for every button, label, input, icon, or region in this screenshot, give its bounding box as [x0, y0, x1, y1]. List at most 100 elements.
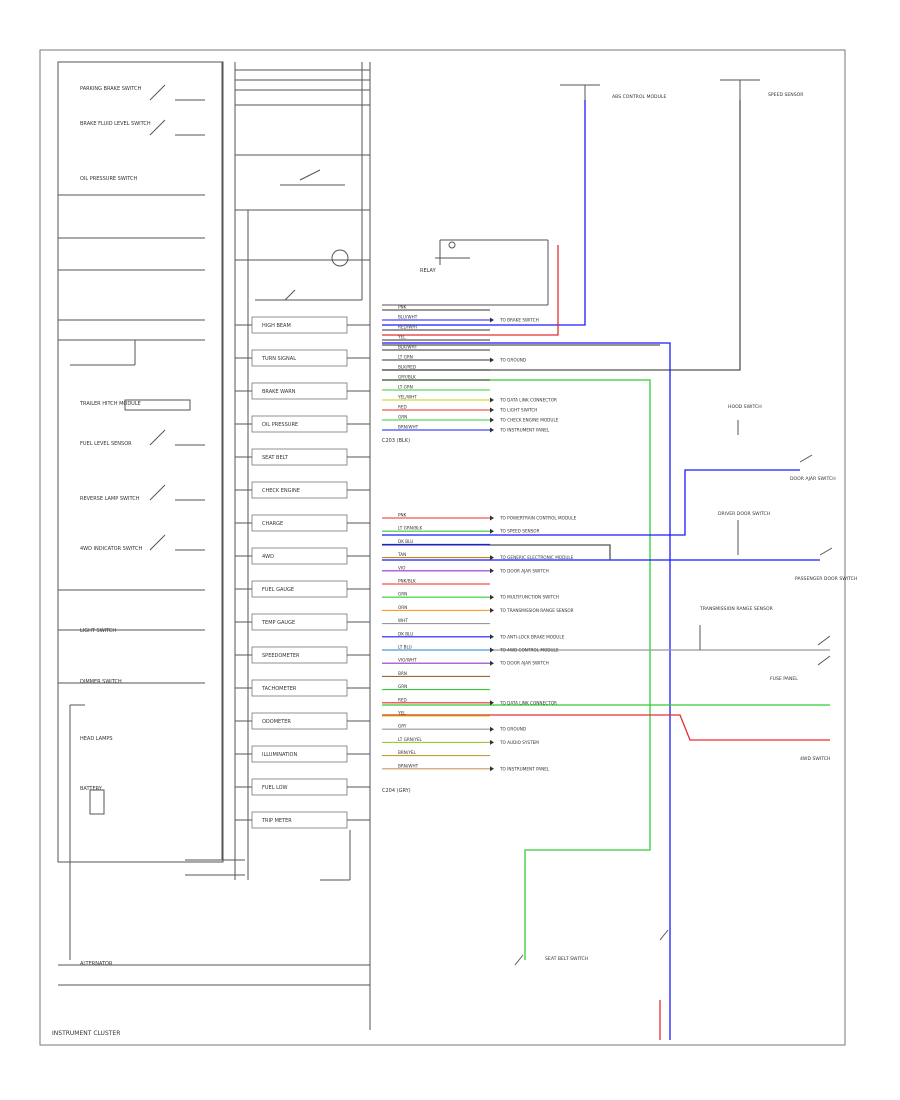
top-connector: [382, 239, 549, 306]
left-label: BATTERY: [80, 786, 103, 792]
right-label: HOOD SWITCH: [728, 404, 762, 410]
wire-destination: TO BRAKE SWITCH: [499, 318, 539, 323]
wire-code: LT BLU: [398, 645, 412, 650]
arrow-icon: [490, 660, 494, 666]
wire-code: GRN: [398, 592, 407, 597]
right-label: TRANSMISSION RANGE SENSOR: [699, 606, 774, 612]
arrow-icon: [490, 607, 494, 613]
wire-code: DK BLU: [398, 539, 413, 544]
right-label: SEAT BELT SWITCH: [545, 956, 588, 962]
top-right-devices: [514, 79, 833, 966]
wire-destination: TO GROUND: [499, 358, 526, 363]
wire-destination: TO DATA LINK CONNECTOR: [499, 398, 557, 403]
cluster-row-label: TURN SIGNAL: [261, 356, 296, 362]
left-label: 4WD INDICATOR SWITCH: [80, 546, 143, 552]
cluster-row-label: SEAT BELT: [262, 455, 289, 461]
wire-destination: TO TRANSMISSION RANGE SENSOR: [499, 608, 574, 613]
arrow-icon: [490, 700, 494, 706]
wire-code: BRN/WHT: [398, 425, 419, 430]
wire-code: BLK/WHT: [398, 345, 418, 350]
wire-destination: TO ANTI-LOCK BRAKE MODULE: [499, 634, 565, 639]
cluster-row-label: HIGH BEAM: [262, 323, 291, 329]
connector-label: RELAY: [420, 268, 437, 274]
wire-code: BRN: [398, 671, 407, 676]
right-label: PASSENGER DOOR SWITCH: [795, 576, 857, 582]
wire-code: TAN: [397, 552, 406, 557]
wire-destination: TO MULTIFUNCTION SWITCH: [499, 595, 559, 600]
arrow-icon: [490, 766, 494, 772]
wire-code: BRN/WHT: [398, 763, 419, 768]
cluster-row-label: OIL PRESSURE: [262, 422, 298, 428]
cluster-row-label: CHARGE: [262, 521, 283, 527]
wire-destination: TO INSTRUMENT PANEL: [499, 428, 550, 433]
wire-code: VIO: [398, 565, 406, 570]
arrow-icon: [490, 594, 494, 600]
wire-code: PNK/BLK: [398, 579, 416, 584]
wire-code: GRN: [398, 684, 407, 689]
wire-destination: TO LIGHT SWITCH: [499, 408, 537, 413]
wire-code: DK BLU: [398, 631, 413, 636]
diagram-border: [39, 49, 846, 1046]
wire-destination: TO POWERTRAIN CONTROL MODULE: [499, 516, 577, 521]
wire-destination: TO AUDIO SYSTEM: [499, 740, 539, 745]
left-label: DIMMER SWITCH: [80, 679, 122, 685]
arrow-icon: [490, 726, 494, 732]
wire-code: YEL: [397, 711, 406, 716]
wire-destination: TO CHECK ENGINE MODULE: [499, 418, 559, 423]
arrow-icon: [490, 317, 494, 323]
arrow-icon: [490, 515, 494, 521]
wire-code: GRY/BLK: [398, 375, 416, 380]
wire-code: LT GRN/BLK: [398, 526, 423, 531]
wire-code: BLU/WHT: [398, 315, 418, 320]
left-label: PARKING BRAKE SWITCH: [80, 86, 142, 92]
cluster-row-label: 4WD: [262, 554, 274, 560]
colored-wires: [382, 100, 830, 1040]
connector-label-bottom: C204 (GRY): [382, 788, 411, 794]
wire-code: GRN: [398, 415, 407, 420]
right-label: DRIVER DOOR SWITCH: [718, 511, 770, 517]
wire-code: WHT: [398, 618, 408, 623]
wire-code: PNK: [398, 513, 407, 518]
arrow-icon: [490, 634, 494, 640]
wire-code: GRY: [398, 724, 407, 729]
left-section: [57, 61, 370, 986]
arrow-icon: [490, 568, 494, 574]
footer-label: INSTRUMENT CLUSTER: [52, 1030, 120, 1037]
arrow-icon: [490, 407, 494, 413]
wire-destination: TO DOOR AJAR SWITCH: [499, 661, 549, 666]
cluster-row-label: TACHOMETER: [261, 686, 297, 692]
arrow-icon: [490, 357, 494, 363]
arrow-icon: [490, 739, 494, 745]
left-label: REVERSE LAMP SWITCH: [80, 496, 140, 502]
cluster-row-label: FUEL GAUGE: [262, 587, 294, 593]
wire-destination: TO GENERIC ELECTRONIC MODULE: [499, 555, 574, 560]
cluster-row-label: TEMP GAUGE: [261, 620, 295, 626]
left-labels: PARKING BRAKE SWITCH BRAKE FLUID LEVEL SW…: [79, 86, 151, 967]
arrow-icon: [490, 555, 494, 561]
right-label: 4WD SWITCH: [800, 756, 830, 762]
arrow-icon: [490, 397, 494, 403]
right-label: SPEED SENSOR: [768, 92, 804, 98]
wire-code: RED/WHT: [398, 325, 418, 330]
wire-code: RED: [398, 697, 407, 702]
wire-code: PNK: [398, 305, 407, 310]
cluster-row-label: SPEEDOMETER: [262, 653, 300, 659]
left-label: TRAILER HITCH MODULE: [79, 401, 141, 407]
arrow-icon: [490, 417, 494, 423]
arrow-icon: [490, 528, 494, 534]
wire-destination: TO 4WD CONTROL MODULE: [499, 648, 559, 653]
wire-destination: TO DATA LINK CONNECTOR: [499, 700, 557, 705]
left-label: FUEL LEVEL SENSOR: [80, 441, 132, 447]
connector-label-top: C203 (BLK): [382, 438, 410, 444]
wire-code: BRN/YEL: [398, 750, 417, 755]
cluster-row-label: CHECK ENGINE: [262, 488, 300, 494]
arrow-icon: [490, 427, 494, 433]
wire-code: BLK/RED: [398, 365, 416, 370]
left-label: BRAKE FLUID LEVEL SWITCH: [80, 121, 151, 127]
wire-code: LT GRN: [398, 355, 413, 360]
cluster-row-label: ILLUMINATION: [262, 752, 297, 758]
